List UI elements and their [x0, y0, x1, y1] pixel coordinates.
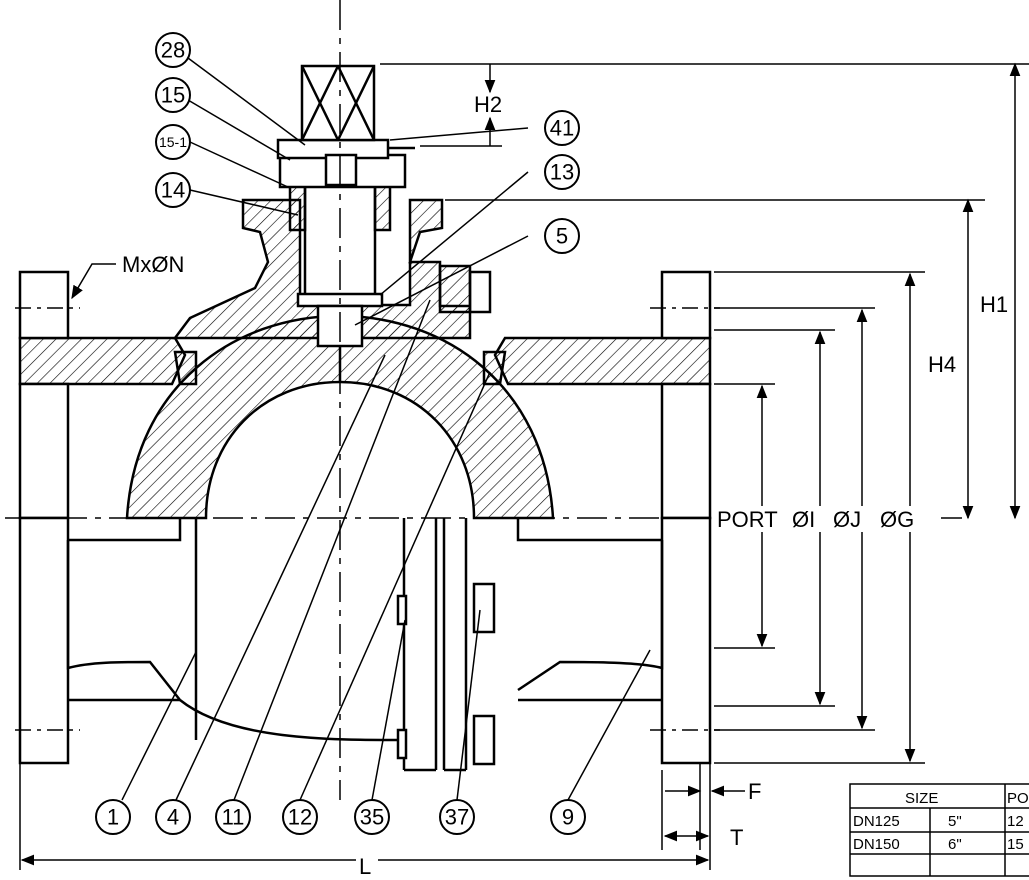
- body-bolt-top: [438, 264, 492, 314]
- callout-bubbles: [95, 32, 586, 835]
- callout-35: 35: [360, 805, 384, 830]
- table-row-port: 12: [1007, 813, 1024, 830]
- callout-41: 41: [550, 116, 574, 141]
- callout-leaders: [121, 57, 651, 801]
- right-flange: [650, 270, 720, 765]
- stem-square-drive: [300, 64, 376, 142]
- size-table: SIZE PO DN125 5" 12 DN150 6" 15: [849, 783, 1029, 877]
- callout-28: 28: [161, 38, 185, 63]
- callout-9: 9: [562, 805, 574, 830]
- table-header-port: PO: [1007, 790, 1029, 807]
- label-f: F: [748, 779, 761, 804]
- table-row-port: 15: [1007, 836, 1024, 853]
- callout-11: 11: [222, 805, 245, 830]
- table-row-inch: 5": [948, 813, 962, 830]
- label-oi: ØI: [792, 507, 815, 532]
- label-l: L: [359, 854, 371, 879]
- label-port: PORT: [717, 507, 778, 532]
- label-h4: H4: [928, 352, 956, 377]
- callout-15: 15: [161, 83, 185, 108]
- table-row-dn: DN150: [853, 836, 900, 853]
- label-h2: H2: [474, 92, 502, 117]
- callout-15-1: 15-1: [159, 134, 187, 150]
- callout-14: 14: [161, 178, 185, 203]
- label-t: T: [730, 825, 743, 850]
- label-oj: ØJ: [833, 507, 861, 532]
- body-section: [18, 198, 712, 520]
- label-h1: H1: [980, 292, 1008, 317]
- table-header-size: SIZE: [905, 790, 938, 807]
- table-row-dn: DN125: [853, 813, 900, 830]
- seat-rings: [173, 350, 507, 386]
- dimension-labels: MxØN H2 H1 H4 PORT ØI ØJ ØG F T L: [122, 92, 1008, 879]
- body-lower-outline: [66, 518, 664, 772]
- callout-37: 37: [445, 805, 469, 830]
- left-flange: [15, 270, 80, 765]
- callout-5: 5: [556, 224, 568, 249]
- callout-numbers: 28 15 15-1 14 41 13 5 1 4 11 12 35 37 9: [107, 38, 574, 830]
- table-row-inch: 6": [948, 836, 962, 853]
- label-og: ØG: [880, 507, 914, 532]
- callout-1: 1: [107, 805, 119, 830]
- gland-packing: [276, 138, 415, 232]
- callout-13: 13: [550, 160, 574, 185]
- callout-12: 12: [288, 805, 312, 830]
- label-bolt-holes: MxØN: [122, 252, 184, 277]
- callout-4: 4: [167, 805, 179, 830]
